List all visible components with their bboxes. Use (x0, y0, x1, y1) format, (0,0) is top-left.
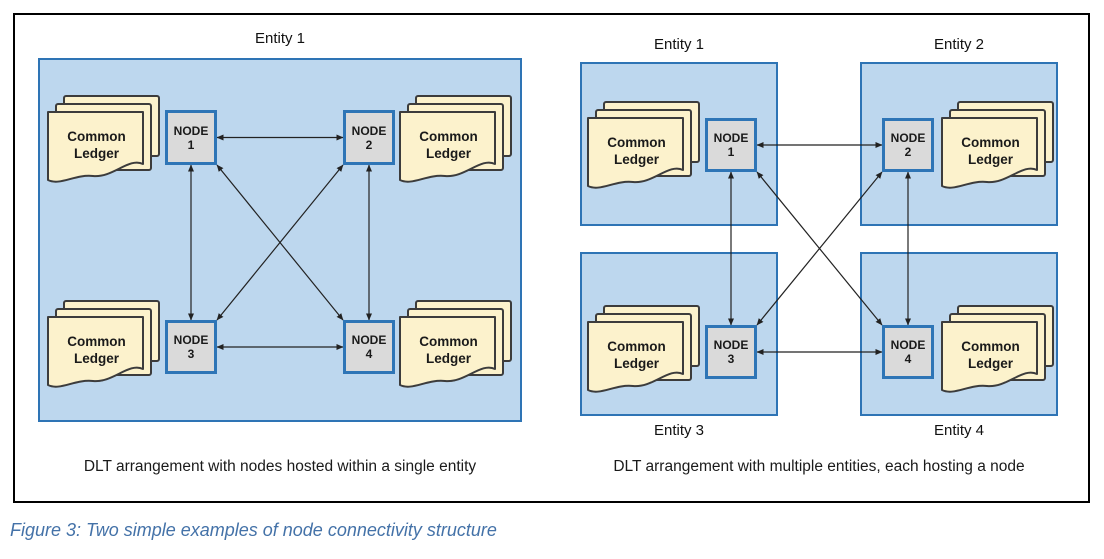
node-label: NODE (173, 333, 209, 347)
right-node-3: NODE 3 (705, 325, 757, 379)
node-label: NODE (890, 131, 926, 145)
right-node-4: NODE 4 (882, 325, 934, 379)
right-node-1: NODE 1 (705, 118, 757, 172)
right-node-2: NODE 2 (882, 118, 934, 172)
node-label: NODE (351, 333, 387, 347)
right-entity3-label: Entity 3 (653, 422, 705, 439)
right-entity2-label: Entity 2 (933, 36, 985, 53)
ledger-label: Common Ledger (607, 135, 666, 167)
ledger-label: Common Ledger (67, 334, 126, 366)
left-node-4: NODE 4 (343, 320, 395, 374)
ledger-label: Common Ledger (67, 129, 126, 161)
left-node-1: NODE 1 (165, 110, 217, 165)
node-label: NODE (713, 131, 749, 145)
figure-border (13, 13, 1090, 503)
connector-right-node2-node3 (756, 171, 883, 326)
node-number: 3 (187, 347, 195, 361)
node-number: 4 (365, 347, 373, 361)
connector-left-node2-node3 (216, 164, 344, 321)
left-panel-caption: DLT arrangement with nodes hosted within… (83, 458, 477, 475)
right-entity4-label: Entity 4 (933, 422, 985, 439)
left-node-3: NODE 3 (165, 320, 217, 374)
node-number: 2 (365, 137, 373, 152)
ledger-label: Common Ledger (961, 339, 1020, 371)
figure-caption: Figure 3: Two simple examples of node co… (10, 520, 497, 540)
left-entity-label: Entity 1 (254, 30, 306, 47)
left-node-2: NODE 2 (343, 110, 395, 165)
node-label: NODE (173, 123, 209, 138)
right-panel-caption: DLT arrangement with multiple entities, … (613, 458, 1025, 475)
node-number: 4 (904, 352, 912, 366)
node-label: NODE (351, 123, 387, 138)
node-label: NODE (713, 338, 749, 352)
node-number: 3 (727, 352, 735, 366)
ledger-label: Common Ledger (607, 339, 666, 371)
right-entity1-label: Entity 1 (653, 36, 705, 53)
node-number: 1 (187, 137, 195, 152)
node-number: 1 (727, 145, 735, 159)
node-label: NODE (890, 338, 926, 352)
ledger-label: Common Ledger (961, 135, 1020, 167)
ledger-label: Common Ledger (419, 334, 478, 366)
ledger-label: Common Ledger (419, 129, 478, 161)
node-number: 2 (904, 145, 912, 159)
